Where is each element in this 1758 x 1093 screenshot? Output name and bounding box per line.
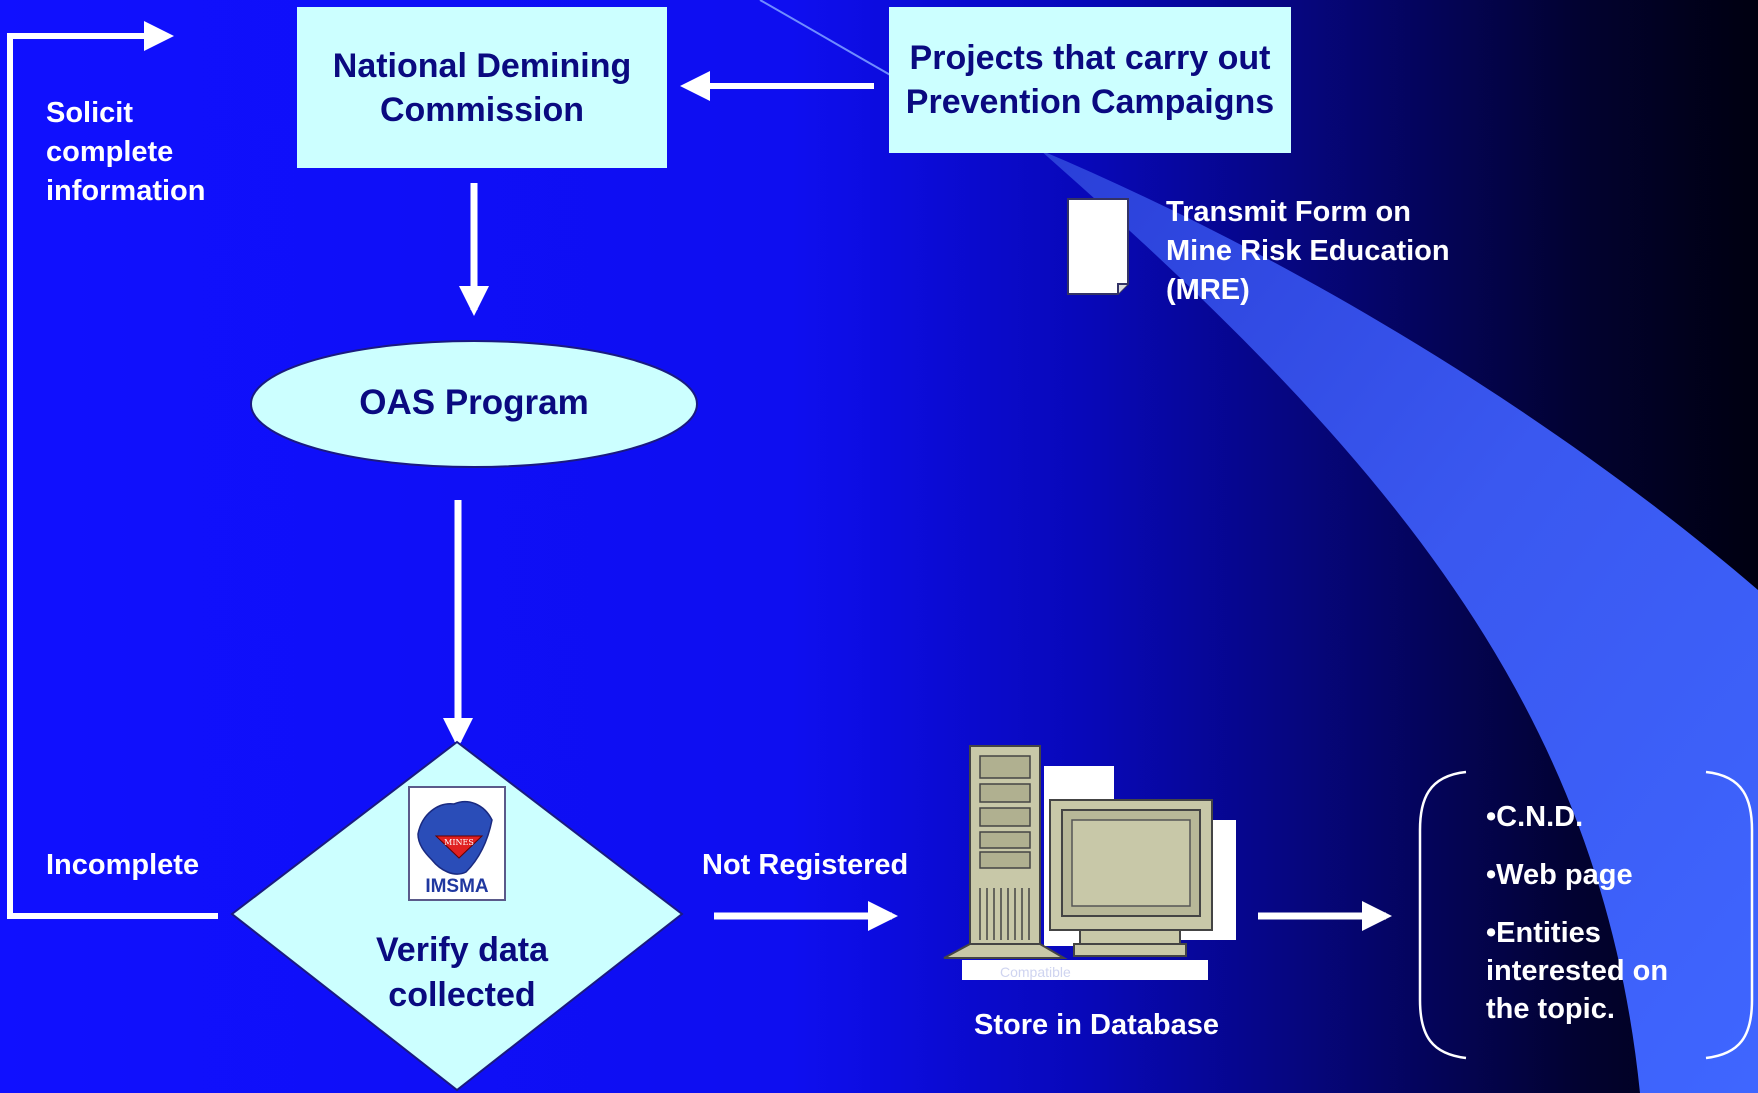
oas-program-text: OAS Program xyxy=(359,383,589,422)
recipient-cnd: •C.N.D. xyxy=(1486,801,1584,833)
prevention-projects-text: Projects that carry out Prevention Campa… xyxy=(905,39,1275,121)
verify-data-text: Verify data collected xyxy=(376,931,548,1014)
monitor-caption: Compatible xyxy=(1000,964,1071,980)
feedback-loop-arrow xyxy=(7,21,218,919)
prevention-projects-box: Projects that carry out Prevention Campa… xyxy=(889,7,1291,153)
recipients-list: •C.N.D. •Web page •Entities interested o… xyxy=(1486,798,1706,1028)
verify-data-diamond xyxy=(230,740,684,1092)
transmit-form-label: Transmit Form on Mine Risk Education (MR… xyxy=(1166,196,1450,306)
imsma-caption: IMSMA xyxy=(425,876,489,897)
national-demining-commission-box: National Demining Commission xyxy=(297,7,667,168)
imsma-banner-text: MINES xyxy=(444,838,474,847)
imsma-logo: MINES IMSMA xyxy=(408,786,506,901)
recipient-web-page: •Web page xyxy=(1486,859,1633,891)
incomplete-label: Incomplete xyxy=(46,849,200,881)
recipient-entities: •Entities interested on the topic. xyxy=(1486,917,1669,1025)
recipients-brace xyxy=(1418,770,1754,1060)
computer-icon xyxy=(943,745,1236,980)
imsma-map-icon: MINES xyxy=(417,800,493,875)
solicit-info-label: Solicit complete information xyxy=(46,97,206,207)
store-database-label: Store in Database xyxy=(974,1009,1219,1041)
not-registered-label: Not Registered xyxy=(702,849,909,881)
oas-program-ellipse xyxy=(250,340,698,468)
national-demining-commission-text: National Demining Commission xyxy=(332,46,632,129)
document-icon xyxy=(1067,198,1129,295)
